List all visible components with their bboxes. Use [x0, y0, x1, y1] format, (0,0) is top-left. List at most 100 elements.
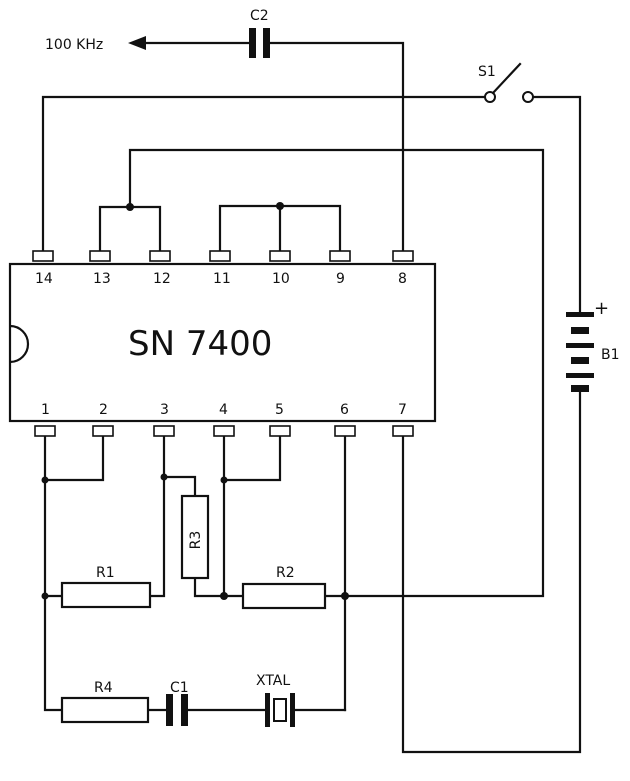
pins-4-5-tie-wire: [222, 430, 282, 482]
r3-label: R3: [188, 531, 204, 550]
top-pin-numbers: 14 13 12 11 10 9 8: [35, 271, 407, 287]
pin-pad: [269, 250, 291, 262]
switch-s1: S1: [478, 62, 534, 103]
capacitor-plate: [166, 694, 173, 726]
resistor-r4: R4: [60, 680, 150, 724]
wires: [41, 36, 582, 754]
pin-number: 4: [219, 402, 228, 418]
s1-label: S1: [478, 64, 496, 80]
switch-contact: [484, 91, 496, 103]
switch-lever: [491, 62, 522, 95]
pin-pad: [392, 425, 414, 437]
r3-bottom-wire: [193, 576, 245, 598]
crystal-xtal: XTAL: [256, 673, 295, 727]
output-frequency-label: 100 KHz: [45, 37, 103, 53]
pin-pad: [269, 425, 291, 437]
output-arrow-icon: [128, 36, 146, 50]
capacitor-plate: [249, 28, 256, 58]
pin-number: 6: [340, 402, 349, 418]
r1-label: R1: [96, 565, 115, 581]
pin-number: 13: [93, 271, 111, 287]
pins-1-2-tie-wire: [43, 430, 105, 482]
crystal-plate: [290, 693, 295, 727]
c2-label: C2: [250, 8, 269, 24]
left-rail-wire: [43, 430, 64, 712]
pin-pad: [34, 425, 56, 437]
crystal-plate: [265, 693, 270, 727]
pin-number: 3: [160, 402, 169, 418]
r2-label: R2: [276, 565, 295, 581]
junctions: [41, 202, 349, 600]
pin-number: 2: [99, 402, 108, 418]
junction-dot: [220, 592, 228, 600]
pin-pad: [334, 425, 356, 437]
ic-notch-icon: [9, 324, 30, 364]
junction-dot: [160, 473, 168, 481]
feedback-bus-wire: [128, 148, 545, 598]
junction-dot: [126, 203, 134, 211]
resistor-body: [180, 494, 210, 580]
junction-dot: [220, 476, 228, 484]
resistor-r2: R2: [241, 565, 327, 610]
r1-to-pin3-wire: [148, 430, 166, 598]
pin-number: 5: [275, 402, 284, 418]
battery-b1: + B1: [566, 298, 620, 392]
resistor-r1: R1: [60, 565, 152, 609]
pin-pad: [213, 425, 235, 437]
pin-pad: [153, 425, 175, 437]
resistor-body: [60, 581, 152, 609]
pin-pad: [32, 250, 54, 262]
resistor-body: [60, 696, 150, 724]
bottom-pin-numbers: 1 2 3 4 5 6 7: [41, 402, 407, 418]
battery-cell-long: [566, 343, 594, 348]
pin14-to-s1-wire: [41, 95, 487, 254]
r4-label: R4: [94, 680, 113, 696]
junction-dot: [341, 592, 349, 600]
resistor-r3: R3: [180, 494, 210, 580]
capacitor-c1: C1: [166, 680, 189, 726]
battery-cell-short: [571, 357, 589, 364]
crystal-body: [273, 698, 287, 722]
capacitor-plate: [263, 28, 270, 58]
pin-pad: [149, 250, 171, 262]
pin-pad: [89, 250, 111, 262]
resistor-body: [241, 582, 327, 610]
pin-number: 14: [35, 271, 53, 287]
pin-number: 1: [41, 402, 50, 418]
battery-cell-long: [566, 312, 594, 317]
switch-contact: [522, 91, 534, 103]
pin-pad: [329, 250, 351, 262]
pins-13-12-tie-wire: [98, 205, 162, 254]
battery-plus-label: +: [594, 298, 609, 319]
pin-number: 7: [398, 402, 407, 418]
pin-pad: [209, 250, 231, 262]
b1-label: B1: [601, 347, 620, 363]
ic-body: [8, 262, 437, 423]
s1-to-battery-wire: [526, 95, 582, 315]
pin-number: 12: [153, 271, 171, 287]
battery-cell-long: [566, 373, 594, 378]
ic-label: SN 7400: [128, 324, 272, 364]
pin-number: 9: [336, 271, 345, 287]
bottom-pin-pads: [34, 425, 414, 437]
junction-dot: [41, 592, 49, 600]
capacitor-c2: C2: [249, 8, 270, 58]
pin-number: 8: [398, 271, 407, 287]
xtal-label: XTAL: [256, 673, 290, 689]
pin-number: 10: [272, 271, 290, 287]
junction-dot: [276, 202, 284, 210]
ic-chip: SN 7400: [8, 262, 437, 423]
capacitor-plate: [181, 694, 188, 726]
junction-dot: [41, 476, 49, 484]
pin-number: 11: [213, 271, 231, 287]
r3-top-wire: [162, 475, 197, 498]
battery-cell-short: [571, 327, 589, 334]
c2-to-pin8-wire: [268, 41, 405, 254]
battery-cell-short: [571, 385, 589, 392]
c1-label: C1: [170, 680, 189, 696]
pin-pad: [92, 425, 114, 437]
pin7-to-battery-wire: [401, 388, 582, 754]
top-pin-pads: [32, 250, 414, 262]
pin-pad: [392, 250, 414, 262]
